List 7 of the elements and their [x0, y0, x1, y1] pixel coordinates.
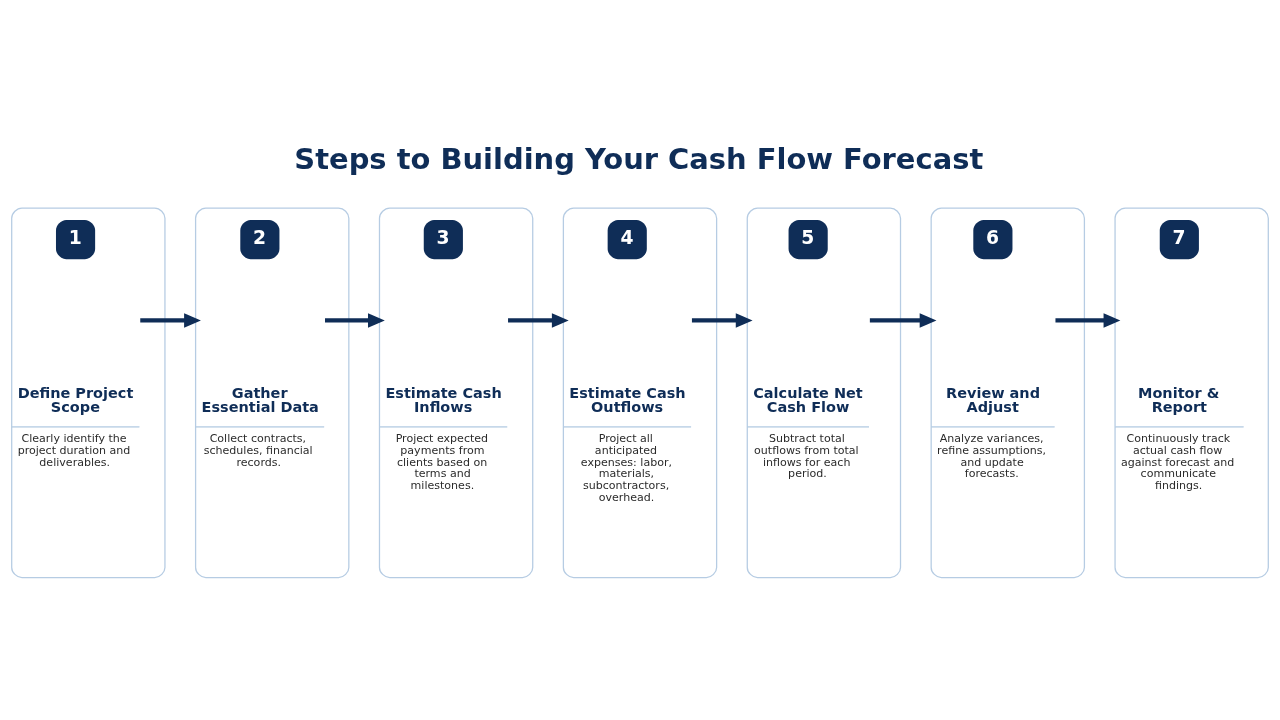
arrow	[691, 312, 753, 328]
arrow	[325, 312, 385, 328]
arrow	[1055, 312, 1121, 328]
arrow	[140, 312, 201, 328]
arrow	[508, 312, 569, 328]
diagram-title: Steps to Building Your Cash Flow Forecast	[294, 141, 984, 176]
arrow	[869, 312, 937, 328]
